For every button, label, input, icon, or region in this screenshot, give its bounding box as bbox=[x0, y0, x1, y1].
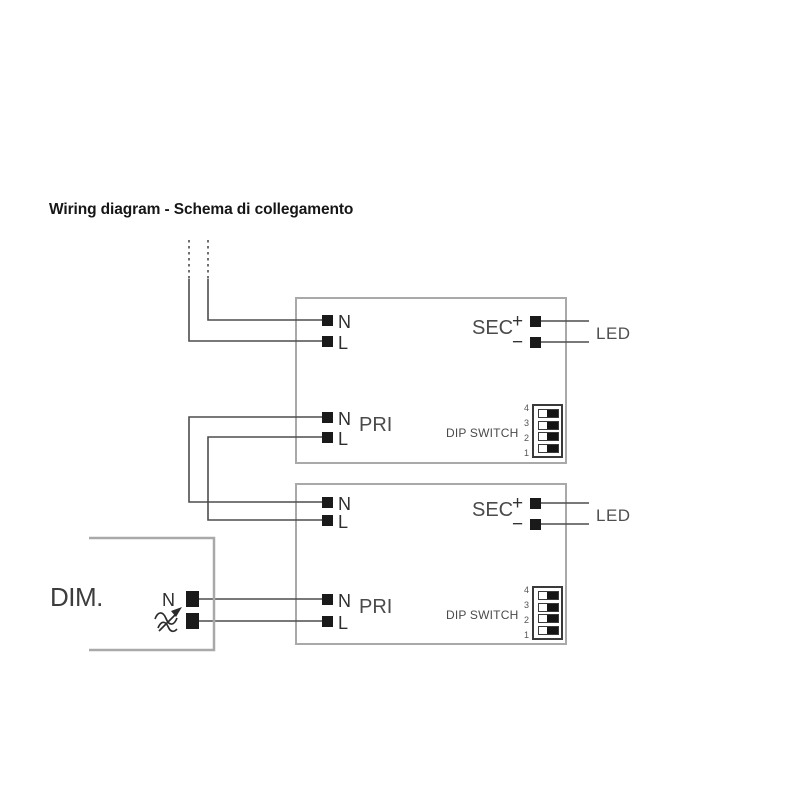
driver2-pri-label: PRI bbox=[359, 596, 393, 618]
dimmer-label: DIM. bbox=[50, 582, 103, 612]
dip-switch-row bbox=[538, 602, 559, 612]
driver1-sec-plus-terminal bbox=[530, 316, 541, 327]
driver1-sec-label: SEC bbox=[472, 317, 514, 339]
driver1-pri-l-terminal bbox=[322, 432, 333, 443]
wire-driver1-pri-l-to-driver2-l bbox=[207, 436, 328, 521]
driver1-pri-l-label: L bbox=[338, 429, 349, 449]
dip-number: 2 bbox=[523, 615, 529, 625]
dip-number: 3 bbox=[523, 418, 529, 428]
driver1-dip-numbers: 4 3 2 1 bbox=[518, 404, 529, 458]
driver2-input-n-terminal bbox=[322, 497, 333, 508]
driver1-sec-minus-terminal bbox=[530, 337, 541, 348]
driver2-input-l-terminal bbox=[322, 515, 333, 526]
dip-switch-row bbox=[538, 626, 559, 636]
driver1-pri-n-terminal bbox=[322, 412, 333, 423]
driver-box-1 bbox=[295, 297, 567, 464]
driver2-sec-minus-terminal bbox=[530, 519, 541, 530]
driver2-minus-sign: − bbox=[512, 514, 524, 535]
driver1-pri-n-label: N bbox=[338, 409, 351, 429]
driver1-input-n-terminal bbox=[322, 315, 333, 326]
driver2-dip-switch bbox=[532, 586, 563, 640]
driver2-sec-label: SEC bbox=[472, 499, 514, 521]
dip-switch-row bbox=[538, 432, 559, 442]
driver2-dip-numbers: 4 3 2 1 bbox=[518, 586, 529, 640]
dip-switch-actuator bbox=[546, 421, 558, 429]
driver-box-2 bbox=[295, 483, 567, 645]
driver1-dip-switch-label: DIP SWITCH bbox=[446, 426, 519, 440]
diagram-title: Wiring diagram - Schema di collegamento bbox=[49, 201, 354, 218]
driver1-minus-sign: − bbox=[512, 332, 524, 353]
driver1-input-l-label: L bbox=[338, 333, 349, 353]
driver1-input-n-label: N bbox=[338, 312, 351, 332]
driver1-dip-switch bbox=[532, 404, 563, 458]
driver2-dip-switch-label: DIP SWITCH bbox=[446, 608, 519, 622]
driver2-pri-n-label: N bbox=[338, 591, 351, 611]
driver2-pri-l-terminal bbox=[322, 616, 333, 627]
dip-number: 4 bbox=[523, 403, 529, 413]
dip-switch-row bbox=[538, 420, 559, 430]
dimmer-n-terminal bbox=[186, 591, 199, 607]
dimmer-n-label: N bbox=[162, 590, 175, 610]
wire-mains-to-driver1-n bbox=[207, 279, 323, 321]
dip-switch-actuator bbox=[546, 409, 558, 417]
driver1-input-l-terminal bbox=[322, 336, 333, 347]
dip-number: 4 bbox=[523, 585, 529, 595]
driver2-pri-l-label: L bbox=[338, 613, 349, 633]
dip-number: 1 bbox=[523, 630, 529, 640]
driver2-input-l-label: L bbox=[338, 512, 349, 532]
dip-switch-actuator bbox=[546, 603, 558, 611]
dimmer-control-terminal bbox=[186, 613, 199, 629]
dip-switch-actuator bbox=[546, 591, 558, 599]
driver1-led-label: LED bbox=[596, 324, 631, 343]
driver2-input-n-label: N bbox=[338, 494, 351, 514]
dip-switch-actuator bbox=[546, 445, 558, 453]
dip-number: 1 bbox=[523, 448, 529, 458]
driver2-pri-n-terminal bbox=[322, 594, 333, 605]
dip-number: 3 bbox=[523, 600, 529, 610]
wire-mains-to-driver1-l bbox=[188, 279, 323, 342]
dimmer-box-outline bbox=[89, 536, 216, 652]
dip-number: 2 bbox=[523, 433, 529, 443]
dip-switch-actuator bbox=[546, 627, 558, 635]
driver2-sec-plus-terminal bbox=[530, 498, 541, 509]
dip-switch-actuator bbox=[546, 615, 558, 623]
driver2-plus-sign: + bbox=[512, 493, 524, 514]
driver1-plus-sign: + bbox=[512, 311, 524, 332]
dimmer-symbol-icon bbox=[154, 607, 182, 633]
dip-switch-row bbox=[538, 614, 559, 624]
wire-driver1-pri-n-to-driver2-n bbox=[188, 416, 328, 503]
driver1-pri-label: PRI bbox=[359, 414, 393, 436]
dip-switch-row bbox=[538, 408, 559, 418]
dip-switch-row bbox=[538, 590, 559, 600]
dip-switch-row bbox=[538, 444, 559, 454]
dip-switch-actuator bbox=[546, 433, 558, 441]
driver2-led-label: LED bbox=[596, 506, 631, 525]
